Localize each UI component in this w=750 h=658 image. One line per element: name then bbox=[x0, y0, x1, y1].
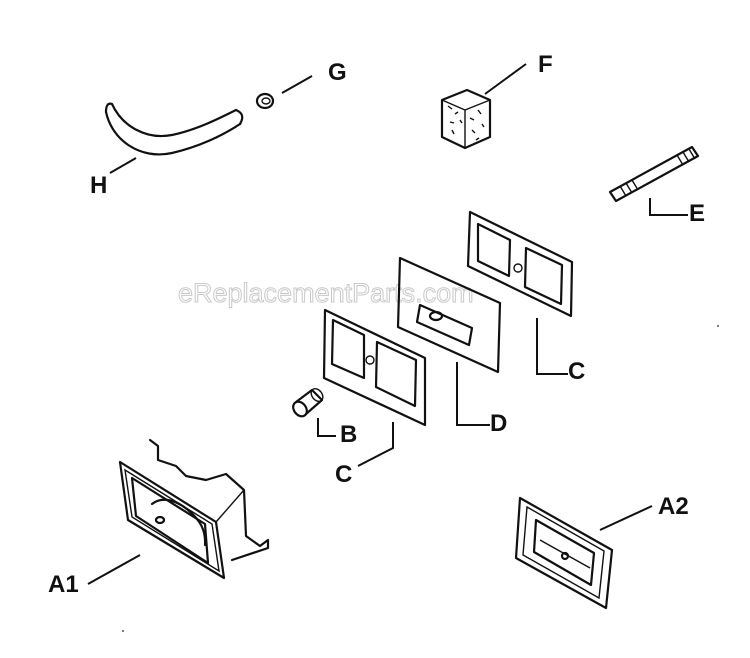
leader-b bbox=[317, 418, 336, 437]
part-g-clamp[interactable] bbox=[255, 92, 275, 110]
leader-e bbox=[649, 198, 688, 216]
leader-a1 bbox=[87, 554, 141, 585]
label-a2: A2 bbox=[658, 493, 689, 520]
part-c-gasket-lower[interactable] bbox=[322, 308, 427, 427]
leader-g bbox=[281, 75, 313, 94]
part-c-gasket-upper[interactable] bbox=[466, 210, 574, 318]
part-f-filter[interactable] bbox=[440, 88, 492, 150]
label-a1: A1 bbox=[48, 571, 79, 598]
leader-f bbox=[484, 63, 527, 95]
speck bbox=[122, 630, 124, 632]
part-d-plate[interactable] bbox=[396, 256, 502, 374]
speck bbox=[717, 325, 719, 327]
part-a2-cover[interactable] bbox=[514, 496, 614, 610]
label-g: G bbox=[328, 59, 347, 86]
leader-c-upper bbox=[536, 318, 568, 375]
leader-h bbox=[109, 157, 137, 174]
label-d: D bbox=[490, 410, 507, 437]
leader-c-lower bbox=[357, 422, 394, 467]
part-h-hose[interactable] bbox=[104, 102, 244, 156]
label-e: E bbox=[689, 200, 705, 227]
watermark: eReplacementParts.com bbox=[178, 278, 474, 308]
part-e-stud[interactable] bbox=[608, 145, 700, 203]
part-a1-base[interactable] bbox=[118, 438, 270, 580]
label-c-upper: C bbox=[568, 358, 585, 385]
label-c-lower: C bbox=[335, 461, 352, 488]
label-h: H bbox=[90, 172, 107, 199]
leader-d bbox=[456, 362, 490, 426]
label-f: F bbox=[538, 51, 553, 78]
part-b-spacer[interactable] bbox=[290, 386, 325, 419]
leader-a2 bbox=[599, 505, 653, 531]
label-b: B bbox=[340, 421, 357, 448]
